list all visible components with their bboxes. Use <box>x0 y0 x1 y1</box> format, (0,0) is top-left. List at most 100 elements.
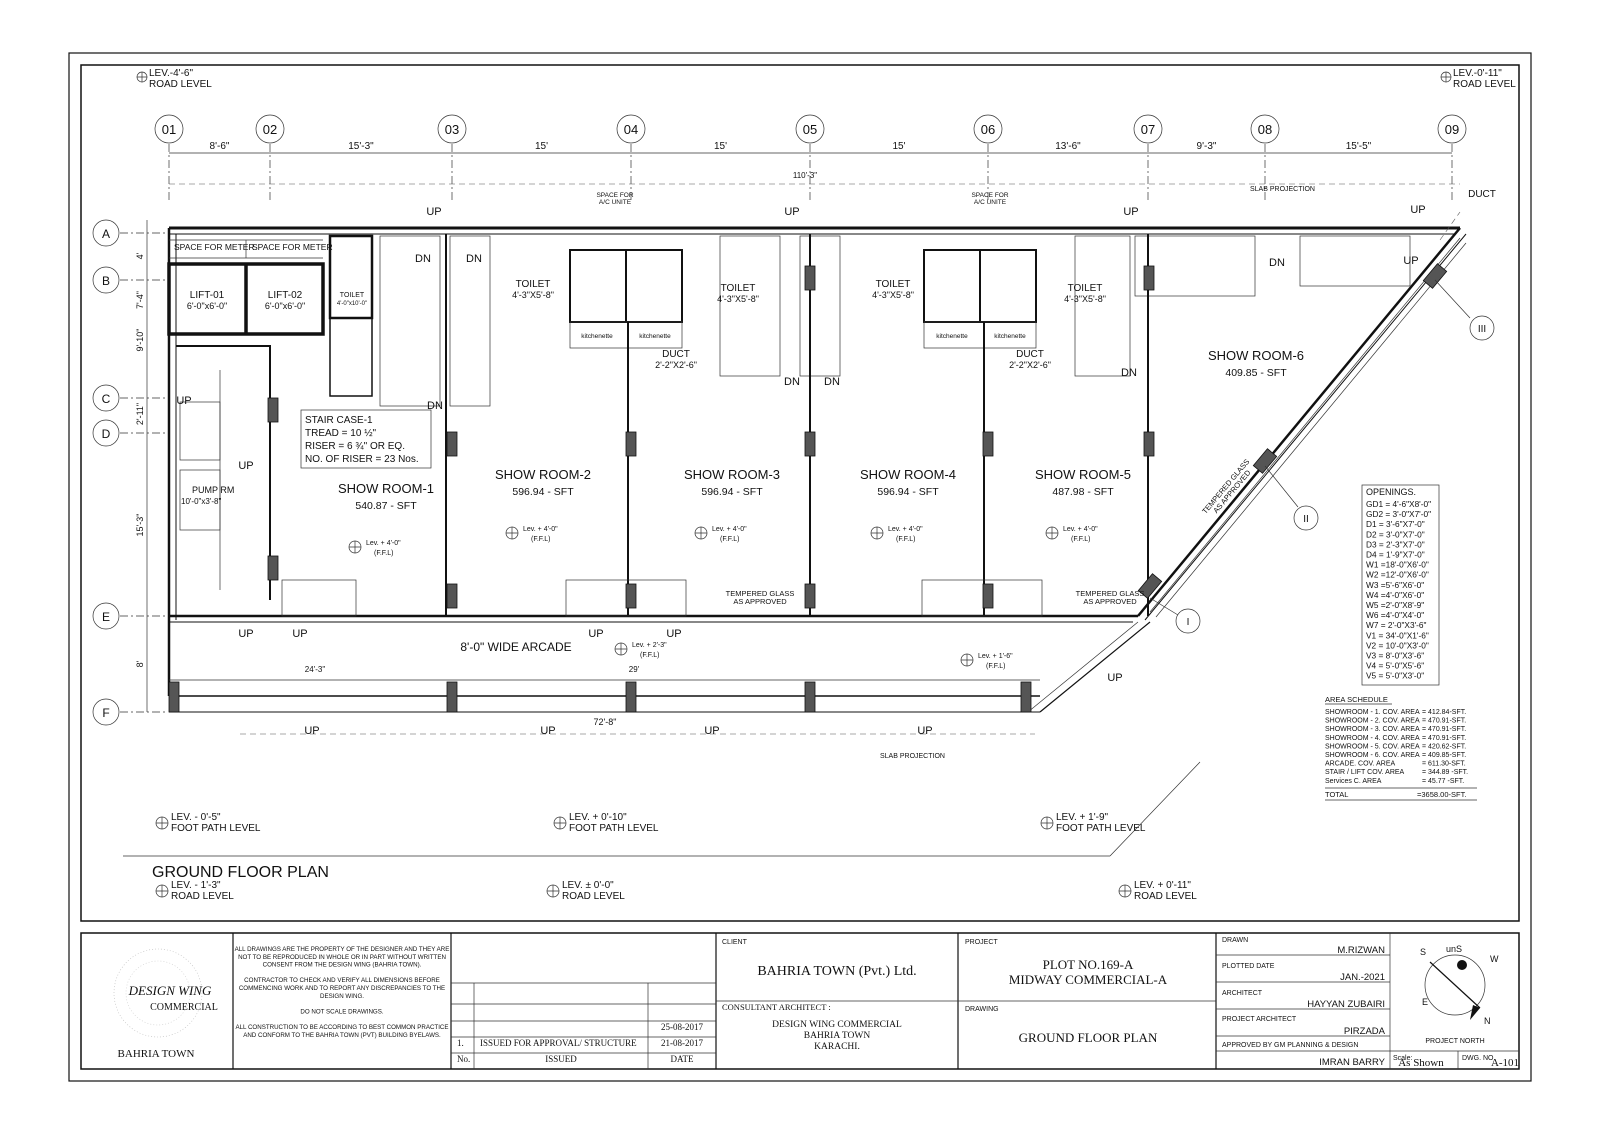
column-dimension: 13'-6" <box>1055 141 1081 152</box>
up-arrow-label: UP <box>304 725 319 737</box>
opening-item: W1 =18'-0"X6'-0" <box>1366 560 1429 570</box>
down-arrow-label: DN <box>427 400 443 412</box>
toilet-size-5: 4'-3"X5'-8" <box>1064 294 1106 304</box>
area-schedule: AREA SCHEDULE SHOWROOM - 1. COV. AREA= 4… <box>1325 695 1477 801</box>
meter-space-1: SPACE FOR METER <box>174 242 255 252</box>
svg-text:LEV. ± 0'-0": LEV. ± 0'-0" <box>562 880 614 891</box>
scale-value: As Shown <box>1398 1057 1444 1069</box>
area-total-label: TOTAL <box>1325 790 1348 799</box>
lift-2-name: LIFT-02 <box>268 290 303 301</box>
arcade-label: 8'-0" WIDE ARCADE <box>460 640 571 654</box>
row-dimension: 9'-10" <box>135 329 145 352</box>
down-arrow-label: DN <box>466 253 482 265</box>
level-foot-2: LEV. + 0'-10" FOOT PATH LEVEL <box>553 812 659 834</box>
client-name: BAHRIA TOWN (Pvt.) Ltd. <box>757 964 916 979</box>
duct-size-1: 2'-2"X2'-6" <box>655 360 697 370</box>
consultant-1: DESIGN WING COMMERCIAL <box>772 1020 902 1030</box>
floor-level-label: (F.F.L) <box>896 536 915 543</box>
area-value: = 470.91-SFT. <box>1422 735 1466 742</box>
project-line-1: PLOT NO.169-A <box>1043 957 1134 972</box>
arcade-dim-2: 29' <box>629 665 640 674</box>
note-line: ALL DRAWINGS ARE THE PROPERTY OF THE DES… <box>235 946 450 953</box>
svg-text:FOOT PATH LEVEL: FOOT PATH LEVEL <box>171 823 261 834</box>
toilet-size-3: 4'-3"X5'-8" <box>717 294 759 304</box>
opening-item: W3 =5'-6"X6'-0" <box>1366 580 1424 590</box>
note-line: COMMENCING WORK AND TO REPORT ANY DISCRE… <box>239 985 445 992</box>
floor-level-label: (F.F.L) <box>1071 536 1090 543</box>
row-bubble <box>92 602 120 630</box>
up-arrow-label: UP <box>238 628 253 640</box>
svg-text:DWG. NO.: DWG. NO. <box>1462 1055 1495 1062</box>
grid-label: 04 <box>624 122 638 137</box>
toilet-label-3: TOILET <box>721 283 756 294</box>
toilet-size-4: 4'-3"X5'-8" <box>872 290 914 300</box>
design-wing-logo: DESIGN WING COMMERCIAL <box>113 948 218 1038</box>
project-line-2: MIDWAY COMMERCIAL-A <box>1009 972 1168 987</box>
svg-text:1.: 1. <box>457 1038 464 1048</box>
area-value: = 409.85-SFT. <box>1422 752 1466 759</box>
grid-label: 06 <box>981 122 995 137</box>
svg-text:DESIGN WING: DESIGN WING <box>128 983 212 998</box>
meter-space-2: SPACE FOR METER <box>252 242 333 252</box>
column-dimension: 15' <box>714 141 727 152</box>
area-label: Services C. AREA <box>1325 778 1382 785</box>
level-top-right: LEV.-0'-11" ROAD LEVEL <box>1440 68 1516 90</box>
opening-item: V1 = 34'-0"X1'-6" <box>1366 630 1429 640</box>
area-value: = 470.91-SFT. <box>1422 718 1466 725</box>
grid-label: 03 <box>445 122 459 137</box>
note-line: AND CONFORM TO THE BAHRIA TOWN (PVT) BUI… <box>243 1032 441 1039</box>
up-arrow-label: UP <box>704 725 719 737</box>
svg-text:DATE: DATE <box>671 1054 694 1064</box>
svg-text:PLOTTED DATE: PLOTTED DATE <box>1222 963 1275 970</box>
up-arrow-label: UP <box>238 460 253 472</box>
stair-case-1-notes: STAIR CASE-1 TREAD = 10 ½" RISER = 6 ¾" … <box>300 409 432 469</box>
client-label: CLIENT <box>722 939 748 946</box>
opening-item: D3 = 2'-3"X7'-0" <box>1366 539 1425 549</box>
row-dimension: 15'-3" <box>135 514 145 537</box>
grid-bubble <box>1250 114 1280 144</box>
svg-text:FOOT PATH LEVEL: FOOT PATH LEVEL <box>1056 823 1146 834</box>
level-value: LEV.-4'-6" <box>149 68 193 79</box>
column-dimension: 15'-3" <box>348 141 374 152</box>
area-total-value: =3658.00-SFT. <box>1417 790 1466 799</box>
approved-by: IMRAN BARRY <box>1319 1057 1385 1068</box>
area-label: SHOWROOM - 4. COV. AREA <box>1325 735 1420 742</box>
kitchenette-1: kitchenette <box>581 333 613 340</box>
row-bubble <box>92 266 120 294</box>
bahria-town-label: BAHRIA TOWN <box>118 1048 195 1060</box>
opening-item: V5 = 5'-0"X3'-0" <box>1366 671 1424 681</box>
grid-bubble <box>1133 114 1163 144</box>
note-line: DESIGN WING. <box>320 993 364 1000</box>
opening-item: GD2 = 3'-0"X7'-0" <box>1366 509 1431 519</box>
svg-text:ISSUED: ISSUED <box>545 1054 577 1064</box>
svg-text:ROAD LEVEL: ROAD LEVEL <box>1134 891 1197 902</box>
tempered-glass-1b: AS APPROVED <box>733 597 787 606</box>
opening-item: D1 = 3'-6"X7'-0" <box>1366 519 1425 529</box>
down-arrow-label: DN <box>415 253 431 265</box>
opening-item: D2 = 3'-0"X7'-0" <box>1366 529 1425 539</box>
svg-text:RISER = 6 ¾" OR EQ.: RISER = 6 ¾" OR EQ. <box>305 441 405 452</box>
section-mark-I: I <box>1149 597 1201 634</box>
showroom-area: 596.94 - SFT <box>877 486 939 498</box>
svg-text:ARCHITECT: ARCHITECT <box>1222 990 1263 997</box>
svg-text:Lev. + 1'-6": Lev. + 1'-6" <box>978 653 1013 660</box>
floor-level-value: Lev. + 4'-0" <box>888 526 923 533</box>
floor-level-value: Lev. + 4'-0" <box>1063 526 1098 533</box>
column-dimension: 15' <box>535 141 548 152</box>
toilet-label-4: TOILET <box>876 279 911 290</box>
level-top-left: LEV.-4'-6" ROAD LEVEL <box>136 68 212 90</box>
svg-text:ROAD LEVEL: ROAD LEVEL <box>171 891 234 902</box>
toilet-size-2: 4'-3"X5'-8" <box>512 290 554 300</box>
outer-border <box>68 52 1532 1082</box>
level-foot-3: LEV. + 1'-9" FOOT PATH LEVEL <box>1040 812 1146 834</box>
note-line: ALL CONSTRUCTION TO BE ACCORDING TO BEST… <box>235 1024 448 1031</box>
general-notes: ALL DRAWINGS ARE THE PROPERTY OF THE DES… <box>235 946 450 1039</box>
svg-text:N: N <box>1484 1016 1491 1026</box>
floor-level-label: (F.F.L) <box>374 550 393 557</box>
row-bubble <box>92 419 120 447</box>
showroom-area: 409.85 - SFT <box>1225 367 1287 379</box>
kitchenette-3: kitchenette <box>936 333 968 340</box>
